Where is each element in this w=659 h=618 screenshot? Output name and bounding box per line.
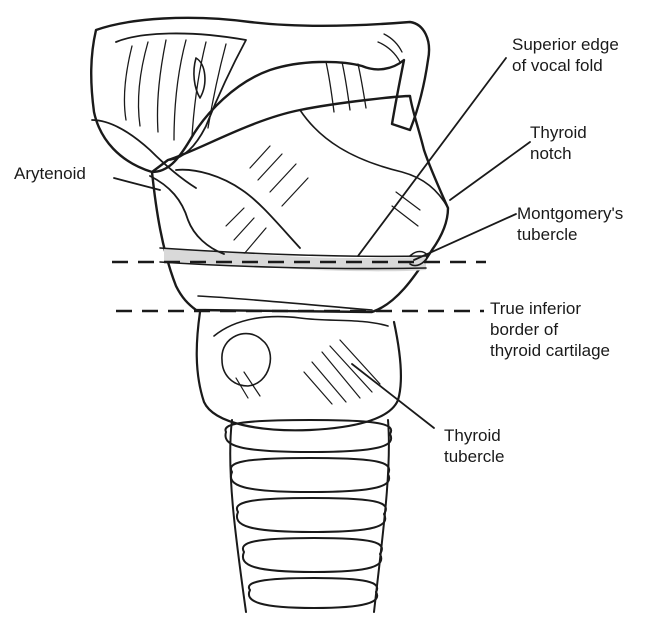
trachea	[225, 420, 391, 612]
label-superior-edge: Superior edge of vocal fold	[512, 34, 619, 76]
cricoid-hatching	[236, 340, 380, 404]
label-montgomery: Montgomery's tubercle	[517, 203, 623, 245]
label-arytenoid-text: Arytenoid	[14, 163, 86, 184]
label-true-inferior-line2: border of	[490, 319, 610, 340]
thyroid-midline	[300, 110, 448, 208]
leader-montgomery	[414, 214, 516, 260]
label-true-inferior-line1: True inferior	[490, 298, 610, 319]
label-thyroid-notch-line2: notch	[530, 143, 587, 164]
label-thyroid-tubercle-line2: tubercle	[444, 446, 504, 467]
label-true-inferior: True inferior border of thyroid cartilag…	[490, 298, 610, 361]
epiglottis-rim	[91, 18, 429, 172]
label-true-inferior-line3: thyroid cartilage	[490, 340, 610, 361]
label-montgomery-line1: Montgomery's	[517, 203, 623, 224]
epiglottis-folds	[124, 34, 402, 140]
label-montgomery-line2: tubercle	[517, 224, 623, 245]
arytenoid-body	[150, 176, 224, 254]
label-thyroid-tubercle-line1: Thyroid	[444, 425, 504, 446]
label-thyroid-notch-line1: Thyroid	[530, 122, 587, 143]
leader-superior-edge	[358, 58, 506, 256]
leader-lines	[114, 58, 530, 428]
upper-larynx	[91, 18, 429, 188]
lower-border-edge	[198, 296, 372, 310]
cricoid-outline	[197, 312, 401, 430]
leader-thyroid-tubercle	[352, 364, 434, 428]
label-arytenoid: Arytenoid	[14, 163, 86, 184]
label-superior-edge-line2: of vocal fold	[512, 55, 619, 76]
cricoid-cartilage	[197, 312, 401, 430]
cricoid-bulge	[222, 334, 271, 386]
epiglottis-tip-left	[194, 58, 205, 98]
vocal-fold	[150, 176, 428, 271]
leader-thyroid-notch	[450, 142, 530, 200]
label-thyroid-tubercle: Thyroid tubercle	[444, 425, 504, 467]
cricoid-arch	[214, 317, 388, 336]
tracheal-rings	[225, 420, 391, 608]
label-superior-edge-line1: Superior edge	[512, 34, 619, 55]
label-thyroid-notch: Thyroid notch	[530, 122, 587, 164]
